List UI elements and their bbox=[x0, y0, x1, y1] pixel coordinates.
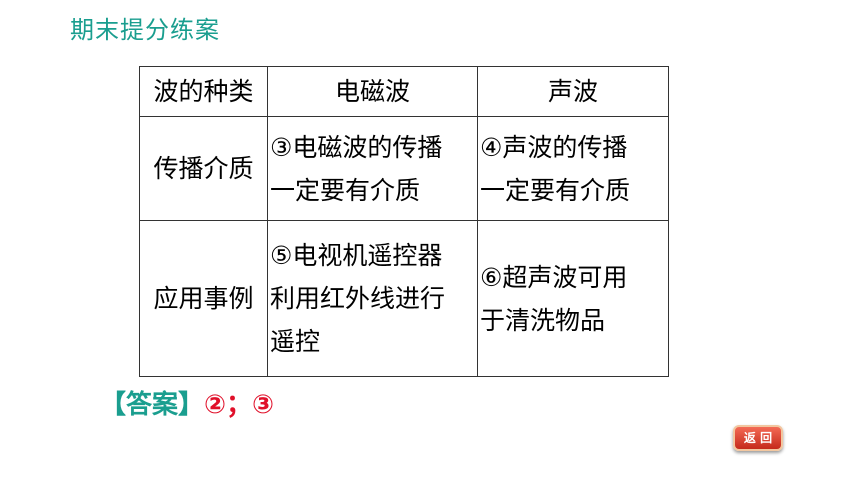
cell-line: 于清洗物品 bbox=[480, 305, 606, 335]
header-cell-em-wave: 电磁波 bbox=[267, 66, 478, 117]
back-button[interactable]: 返 回 bbox=[733, 425, 783, 451]
cell-line: ③电磁波的传播 bbox=[270, 132, 443, 162]
answer-label: 【答案】 bbox=[100, 390, 205, 420]
page-header-title: 期末提分练案 bbox=[70, 16, 220, 44]
cell-sound-medium: ④声波的传播 一定要有介质 bbox=[477, 116, 669, 221]
row-label-medium: 传播介质 bbox=[139, 116, 268, 221]
cell-line: ⑥超声波可用 bbox=[480, 262, 628, 292]
cell-line: 遥控 bbox=[270, 327, 321, 356]
table-row: 应用事例 ⑤电视机遥控器 利用红外线进行 遥控 ⑥超声波可用 于清洗物品 bbox=[139, 220, 669, 377]
answer-value: ②；③ bbox=[204, 390, 275, 420]
table-row: 传播介质 ③电磁波的传播 一定要有介质 ④声波的传播 一定要有介质 bbox=[139, 116, 669, 221]
cell-em-application: ⑤电视机遥控器 利用红外线进行 遥控 bbox=[267, 220, 478, 377]
cell-line: ⑤电视机遥控器 bbox=[270, 241, 443, 270]
row-label-application: 应用事例 bbox=[139, 220, 268, 377]
cell-line: 一定要有介质 bbox=[270, 175, 421, 205]
cell-line: 一定要有介质 bbox=[480, 175, 631, 205]
header-cell-sound-wave: 声波 bbox=[477, 66, 669, 117]
cell-em-medium: ③电磁波的传播 一定要有介质 bbox=[267, 116, 478, 221]
table-header-row: 波的种类 电磁波 声波 bbox=[139, 66, 669, 117]
cell-line: ④声波的传播 bbox=[480, 132, 628, 162]
cell-sound-application: ⑥超声波可用 于清洗物品 bbox=[477, 220, 669, 377]
answer-line: 【答案】②；③ bbox=[100, 384, 274, 421]
comparison-table: 波的种类 电磁波 声波 传播介质 ③电磁波的传播 一定要有介质 ④声波的传播 一… bbox=[139, 66, 669, 377]
header-cell-wave-type: 波的种类 bbox=[139, 66, 268, 117]
cell-line: 利用红外线进行 bbox=[270, 284, 446, 313]
